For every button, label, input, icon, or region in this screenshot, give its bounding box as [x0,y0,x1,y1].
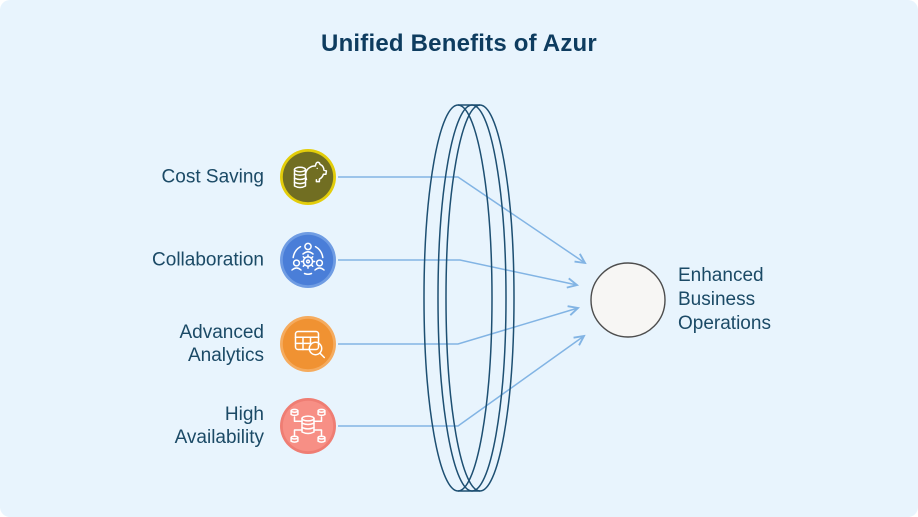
connector-arrow-advanced-analytics [338,308,578,345]
benefit-badge-collaboration [279,231,337,289]
benefit-label-advanced-analytics: Advanced Analytics [179,322,264,366]
funnel-lens [423,104,515,492]
benefit-label-collaboration: Collaboration [152,249,264,271]
benefit-badge-high-availability [279,397,337,455]
result-circle [590,262,666,338]
lens-front-ellipse [423,104,493,492]
benefit-badge-cost-saving [279,148,337,206]
people-gear-icon [280,232,336,288]
benefit-label-cost-saving: Cost Saving [161,166,264,188]
benefit-label-high-availability: High Availability [174,404,264,448]
result-label: Enhanced Business Operations [678,265,771,334]
table-magnifier-icon [280,316,336,372]
piggy-bank-savings-icon [280,149,336,205]
lens-back-ellipse [445,104,515,492]
connector-arrow-collaboration [338,259,577,285]
benefit-badge-advanced-analytics [279,315,337,373]
lens-mid-ellipse [437,104,507,492]
page-title: Unified Benefits of Azur [321,30,597,57]
connector-arrow-cost-saving [338,176,585,263]
database-cluster-icon [280,398,336,454]
connector-arrow-high-availability [338,336,584,427]
